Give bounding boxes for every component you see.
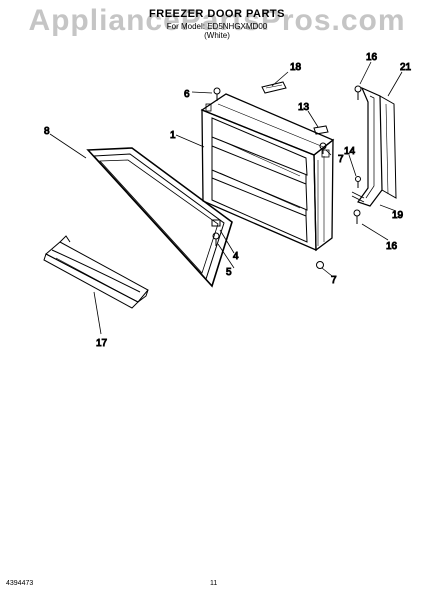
document-number: 4394473 [6,580,34,587]
screw-6 [213,87,221,101]
door-handle [357,86,397,207]
callout-1: 1 [170,130,176,141]
page-number: 11 [210,580,218,587]
door-shelf-bin [43,235,149,309]
color-line: (White) [204,31,230,40]
callout-7-bottom: 7 [331,275,337,286]
callout-18: 18 [290,62,302,73]
callout-5: 5 [226,267,232,278]
callout-6: 6 [184,89,190,100]
callout-16-top: 16 [366,52,378,63]
callout-16-bottom: 16 [386,241,398,252]
callout-19: 19 [392,210,404,221]
watermark: AppliancePartsPros.com [28,4,406,37]
model-line: For Model: ED5NHGXMD00 [166,22,268,31]
callout-14: 14 [344,146,356,157]
door-liner [200,93,335,252]
door-gasket [86,147,233,288]
callout-21: 21 [400,62,412,73]
hinge-top [313,125,329,154]
leader-lines [49,61,403,335]
callout-4: 4 [233,251,239,262]
callout-8: 8 [44,126,50,137]
label-plate [261,81,287,94]
callout-17: 17 [96,338,108,349]
handle-screws [351,85,365,224]
page-title: FREEZER DOOR PARTS [149,8,285,20]
hinge-bottom [211,219,324,269]
callout-13: 13 [298,102,310,113]
callout-7-top: 7 [338,154,344,165]
